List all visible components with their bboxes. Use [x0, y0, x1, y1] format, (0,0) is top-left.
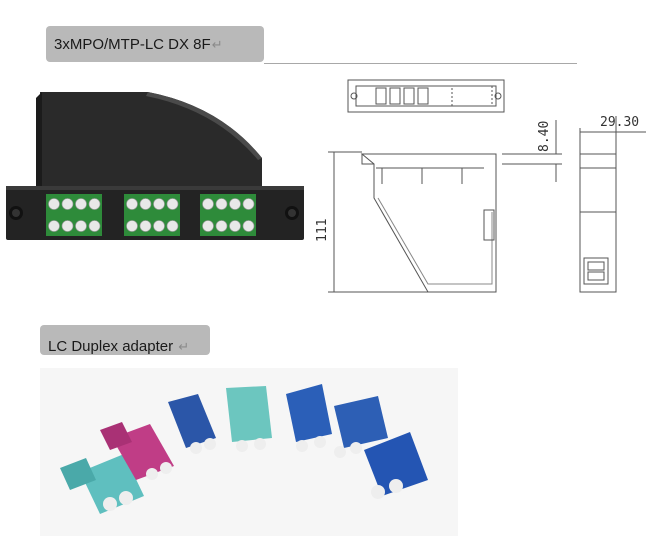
lc-port-ring	[48, 198, 60, 210]
blue-adapter-3	[334, 396, 388, 458]
lc-port-ring	[166, 198, 179, 210]
depth-dimension-label: 8.40	[537, 121, 552, 152]
lc-port-ring	[215, 220, 228, 232]
aqua-adapter-front	[60, 454, 144, 514]
lc-port-ring	[202, 198, 214, 210]
lc-port-ring	[153, 198, 165, 210]
lc-port-ring	[61, 220, 74, 232]
aqua-adapter-back	[226, 386, 272, 452]
lc-port-ring	[48, 220, 60, 232]
width-dimension-label: 29.30	[600, 115, 639, 130]
magenta-adapter	[100, 422, 174, 480]
product-title-text: 3xMPO/MTP-LC DX 8F	[54, 35, 211, 53]
lc-port-ring	[139, 198, 152, 210]
adapter-title-text: LC Duplex adapter	[48, 338, 174, 355]
height-dimension-label: 111	[315, 219, 330, 242]
lc-port-ring	[126, 220, 138, 232]
title-underline	[264, 63, 577, 64]
lc-port-ring	[75, 198, 87, 210]
lc-port-ring	[166, 220, 179, 232]
technical-drawing: 8.40 29.30 111	[315, 79, 646, 293]
lc-port-ring	[242, 198, 255, 210]
lc-port-ring	[215, 198, 228, 210]
cassette-panel-photo	[6, 92, 304, 240]
lc-port-ring	[88, 220, 101, 232]
lc-port-ring	[61, 198, 74, 210]
lc-port-ring	[75, 220, 87, 232]
adapter-title-label: LC Duplex adapter ↵	[40, 325, 210, 355]
lc-adapters-photo	[40, 368, 458, 536]
return-mark-icon: ↵	[211, 36, 223, 52]
blue-adapter-2	[286, 384, 332, 452]
lc-port-ring	[88, 198, 101, 210]
blue-adapter-1	[168, 394, 216, 454]
lc-port-ring	[229, 198, 241, 210]
lc-port-ring	[202, 220, 214, 232]
lc-port-ring	[229, 220, 241, 232]
lc-port-ring	[242, 220, 255, 232]
blue-adapter-front	[364, 432, 428, 499]
product-title-label: 3xMPO/MTP-LC DX 8F ↵	[46, 26, 264, 62]
lc-port-ring	[126, 198, 138, 210]
lc-port-ring	[139, 220, 152, 232]
return-mark-icon: ↵	[178, 339, 190, 354]
lc-port-ring	[153, 220, 165, 232]
